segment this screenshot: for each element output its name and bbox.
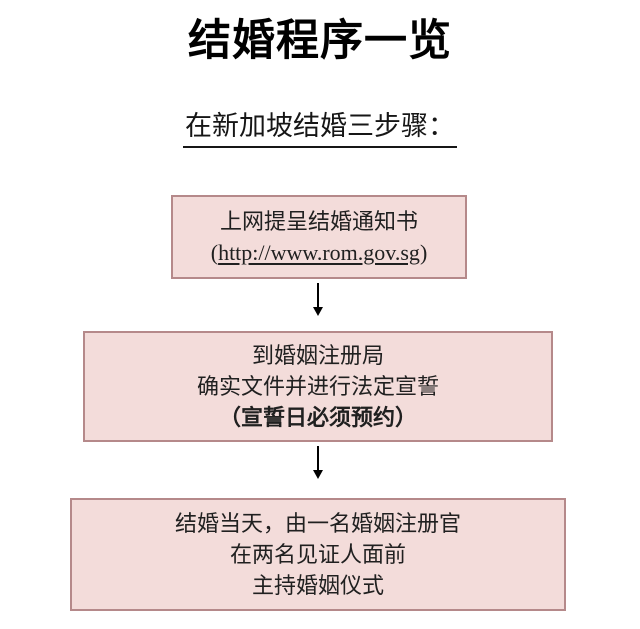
- step-text-line: 在两名见证人面前: [229, 542, 406, 567]
- down-arrow-head: [313, 307, 323, 316]
- step-text-line: 确实文件并进行法定宣誓: [196, 374, 439, 399]
- step-text-line: 到婚姻注册局: [251, 343, 384, 368]
- down-arrow-icon: [312, 446, 324, 479]
- step-text-line-bold: （宣誓日必须预约）: [218, 405, 417, 430]
- step-text-line: 结婚当天，由一名婚姻注册官: [174, 511, 461, 536]
- down-arrow-icon: [312, 283, 324, 316]
- down-arrow-shaft: [317, 283, 319, 307]
- down-arrow-shaft: [317, 446, 319, 470]
- link-paren-open: (: [210, 240, 219, 265]
- step-box-registry-oath: 到婚姻注册局 确实文件并进行法定宣誓 （宣誓日必须预约）: [83, 331, 553, 442]
- rom-website-link[interactable]: http://www.rom.gov.sg: [218, 240, 420, 265]
- step-text-line: 上网提呈结婚通知书: [219, 209, 418, 234]
- step-link-line: (http://www.rom.gov.sg): [211, 237, 428, 268]
- step-text-line: 主持婚姻仪式: [251, 573, 384, 598]
- subtitle: 在新加坡结婚三步骤：: [183, 110, 457, 148]
- down-arrow-head: [313, 470, 323, 479]
- page-title: 结婚程序一览: [188, 16, 452, 66]
- subtitle-row: 在新加坡结婚三步骤：: [0, 110, 640, 148]
- step-box-wedding-ceremony: 结婚当天，由一名婚姻注册官 在两名见证人面前 主持婚姻仪式: [70, 498, 566, 611]
- step-box-submit-notice-online: 上网提呈结婚通知书 (http://www.rom.gov.sg): [171, 195, 467, 279]
- link-paren-close: ): [419, 240, 428, 265]
